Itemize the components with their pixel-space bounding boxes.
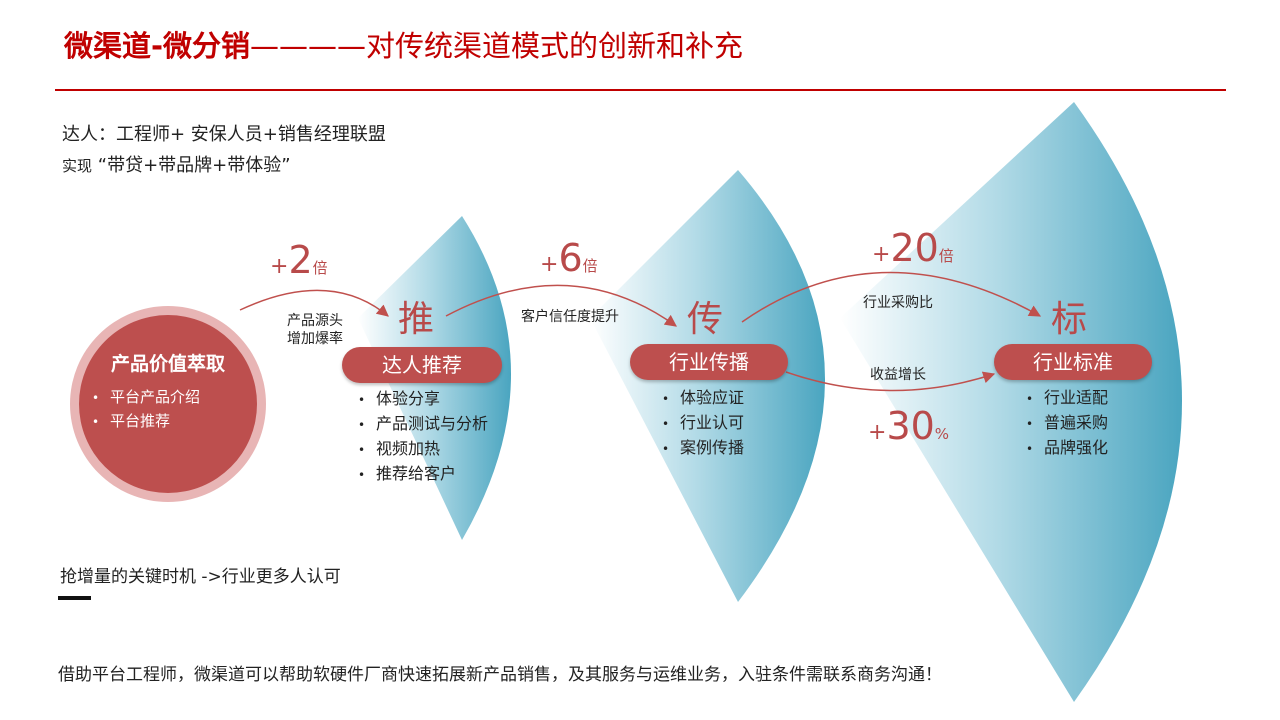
origin-item: 平台产品介绍 [92,386,200,410]
stage-1-item: 视频加热 [358,437,488,462]
fan-stage-3 [840,102,1182,702]
stage-2-char: 传 [687,299,724,340]
title-subtitle: ————对传统渠道模式的创新和补充 [250,29,744,63]
bottom-statement: 借助平台工程师，微渠道可以帮助软硬件厂商快速拓展新产品销售，及其服务与运维业务，… [58,665,942,685]
stage-2-label: 行业传播 [630,344,788,380]
multiplier-3: +20倍 [872,226,954,270]
stage-1-item: 体验分享 [358,387,488,412]
origin-title: 产品价值萃取 [110,353,225,375]
arrow-3 [741,271,1042,323]
stage-2-item: 案例传播 [662,436,744,461]
page-title: 微渠道-微分销————对传统渠道模式的创新和补充 [64,26,743,66]
intro-line-1: 达人：工程师+ 安保人员+销售经理联盟 [62,124,386,145]
stage-3-label: 行业标准 [994,344,1152,380]
stage-2-item: 行业认可 [662,411,744,436]
transition-note-3: 行业采购比 [863,295,933,311]
title-main: 微渠道-微分销 [64,29,251,63]
intro-line-2: 实现 “带贷+带品牌+带体验” [62,151,291,177]
origin-list: 平台产品介绍 平台推荐 [92,386,200,434]
transition-note-4: 收益增长 [870,367,926,383]
stage-3-item: 行业适配 [1026,386,1108,411]
stage-1-char: 推 [398,299,435,340]
stage-1-list: 体验分享 产品测试与分析 视频加热 推荐给客户 [358,387,488,487]
stage-3-item: 品牌强化 [1026,436,1108,461]
arrow-2 [445,284,677,327]
stage-1-item: 产品测试与分析 [358,412,488,437]
stage-3-list: 行业适配 普遍采购 品牌强化 [1026,386,1108,461]
intro-prefix: 实现 [62,157,93,175]
multiplier-2: +6倍 [540,236,598,280]
multiplier-1: +2倍 [270,238,328,282]
transition-note-2: 客户信任度提升 [521,309,619,325]
stage-2-list: 体验应证 行业认可 案例传播 [662,386,744,461]
arrow-1 [239,289,389,317]
stage-1-label: 达人推荐 [342,347,502,383]
origin-item: 平台推荐 [92,410,200,434]
stage-3-item: 普遍采购 [1026,411,1108,436]
title-divider [55,89,1226,91]
transition-note-1: 产品源头增加爆率 [287,313,343,347]
key-insight-underline [58,596,91,600]
key-insight: 抢增量的关键时机 ->行业更多人认可 [60,567,341,587]
arrow-4 [785,371,996,392]
stage-1-item: 推荐给客户 [358,462,488,487]
multiplier-4: +30% [868,404,950,448]
stage-3-char: 标 [1051,299,1088,340]
intro-slogan: “带贷+带品牌+带体验” [97,155,291,176]
stage-2-item: 体验应证 [662,386,744,411]
